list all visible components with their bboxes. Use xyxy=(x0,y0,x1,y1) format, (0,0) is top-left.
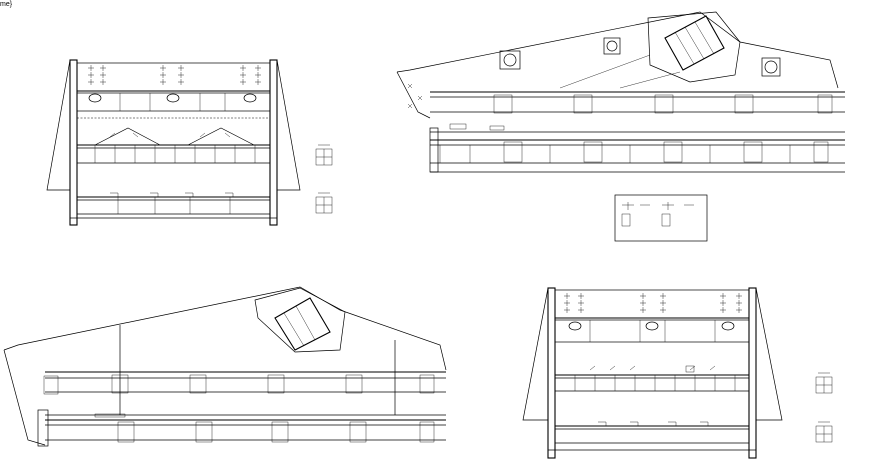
detail-box xyxy=(614,194,708,242)
end-view-top-left xyxy=(46,59,333,226)
corner-label: me} xyxy=(0,1,13,8)
side-elevation-top-right xyxy=(396,11,845,242)
end-view-bottom-right xyxy=(522,287,833,459)
side-elevation-bottom-left xyxy=(3,286,447,447)
